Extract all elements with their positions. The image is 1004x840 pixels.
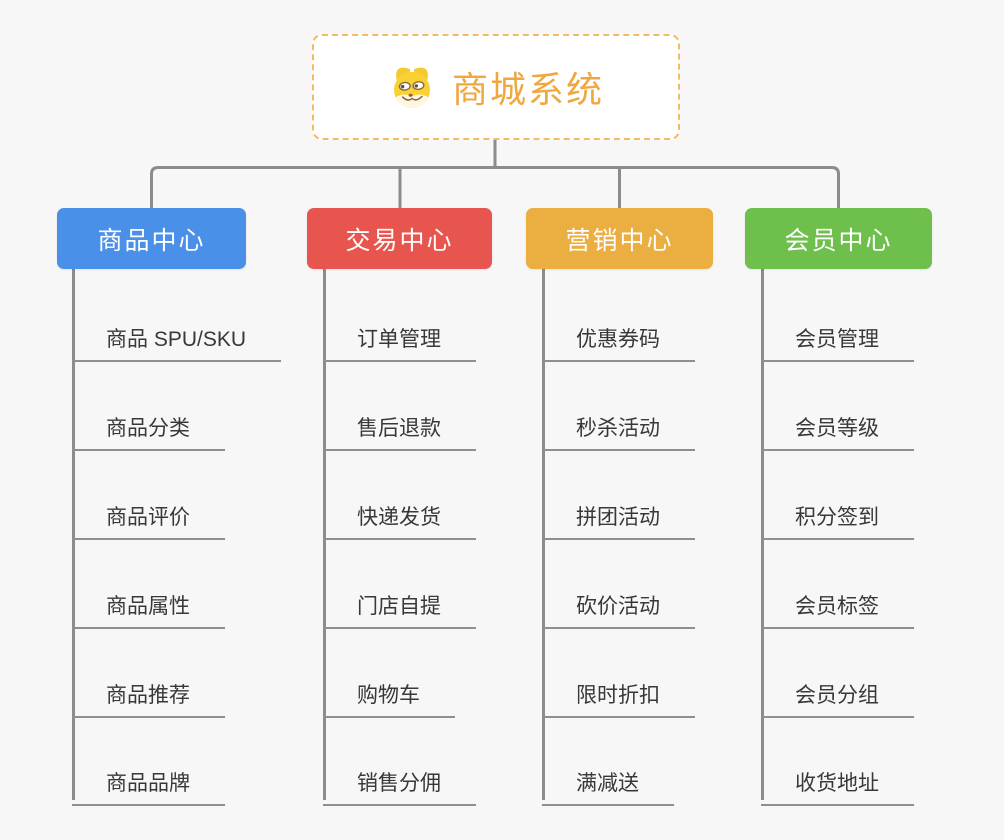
- root-node-mall-system[interactable]: 商城系统: [312, 34, 680, 140]
- topic-spend-save[interactable]: 满减送: [542, 758, 674, 806]
- topic-group-buy[interactable]: 拼团活动: [542, 492, 695, 540]
- branch-header-product-center[interactable]: 商品中心: [57, 208, 246, 269]
- branch-header-label: 交易中心: [345, 226, 454, 255]
- topic-bargain-activity[interactable]: 砍价活动: [542, 581, 695, 629]
- topic-member-level[interactable]: 会员等级: [761, 403, 914, 451]
- topic-points-checkin[interactable]: 积分签到: [761, 492, 914, 540]
- topic-member-management[interactable]: 会员管理: [761, 314, 914, 362]
- topic-shopping-cart[interactable]: 购物车: [323, 670, 455, 718]
- topic-sales-commission[interactable]: 销售分佣: [323, 758, 476, 806]
- topic-product-brand[interactable]: 商品品牌: [72, 758, 225, 806]
- shiba-dog-icon: [394, 67, 430, 108]
- branch-header-member-center[interactable]: 会员中心: [745, 208, 932, 269]
- topic-flash-sale[interactable]: 秒杀活动: [542, 403, 695, 451]
- topic-product-recommend[interactable]: 商品推荐: [72, 670, 225, 718]
- topic-store-pickup[interactable]: 门店自提: [323, 581, 476, 629]
- branch-header-marketing-center[interactable]: 营销中心: [526, 208, 713, 269]
- topic-product-category[interactable]: 商品分类: [72, 403, 225, 451]
- topic-product-spu-sku[interactable]: 商品 SPU/SKU: [72, 314, 282, 362]
- topic-aftersale-refund[interactable]: 售后退款: [323, 403, 476, 451]
- topic-order-management[interactable]: 订单管理: [323, 314, 476, 362]
- branch-header-label: 营销中心: [565, 226, 674, 255]
- topic-coupon-code[interactable]: 优惠券码: [542, 314, 695, 362]
- topic-limited-time-discount[interactable]: 限时折扣: [542, 670, 695, 718]
- topic-express-delivery[interactable]: 快递发货: [323, 492, 476, 540]
- branch-header-trade-center[interactable]: 交易中心: [307, 208, 492, 269]
- branch-header-label: 会员中心: [784, 226, 893, 255]
- root-node-label: 商城系统: [451, 69, 604, 110]
- topic-shipping-address[interactable]: 收货地址: [761, 758, 914, 806]
- topic-product-attribute[interactable]: 商品属性: [72, 581, 225, 629]
- branch-header-label: 商品中心: [97, 226, 206, 255]
- topic-product-review[interactable]: 商品评价: [72, 492, 225, 540]
- topic-member-tag[interactable]: 会员标签: [761, 581, 914, 629]
- topic-member-group[interactable]: 会员分组: [761, 670, 914, 718]
